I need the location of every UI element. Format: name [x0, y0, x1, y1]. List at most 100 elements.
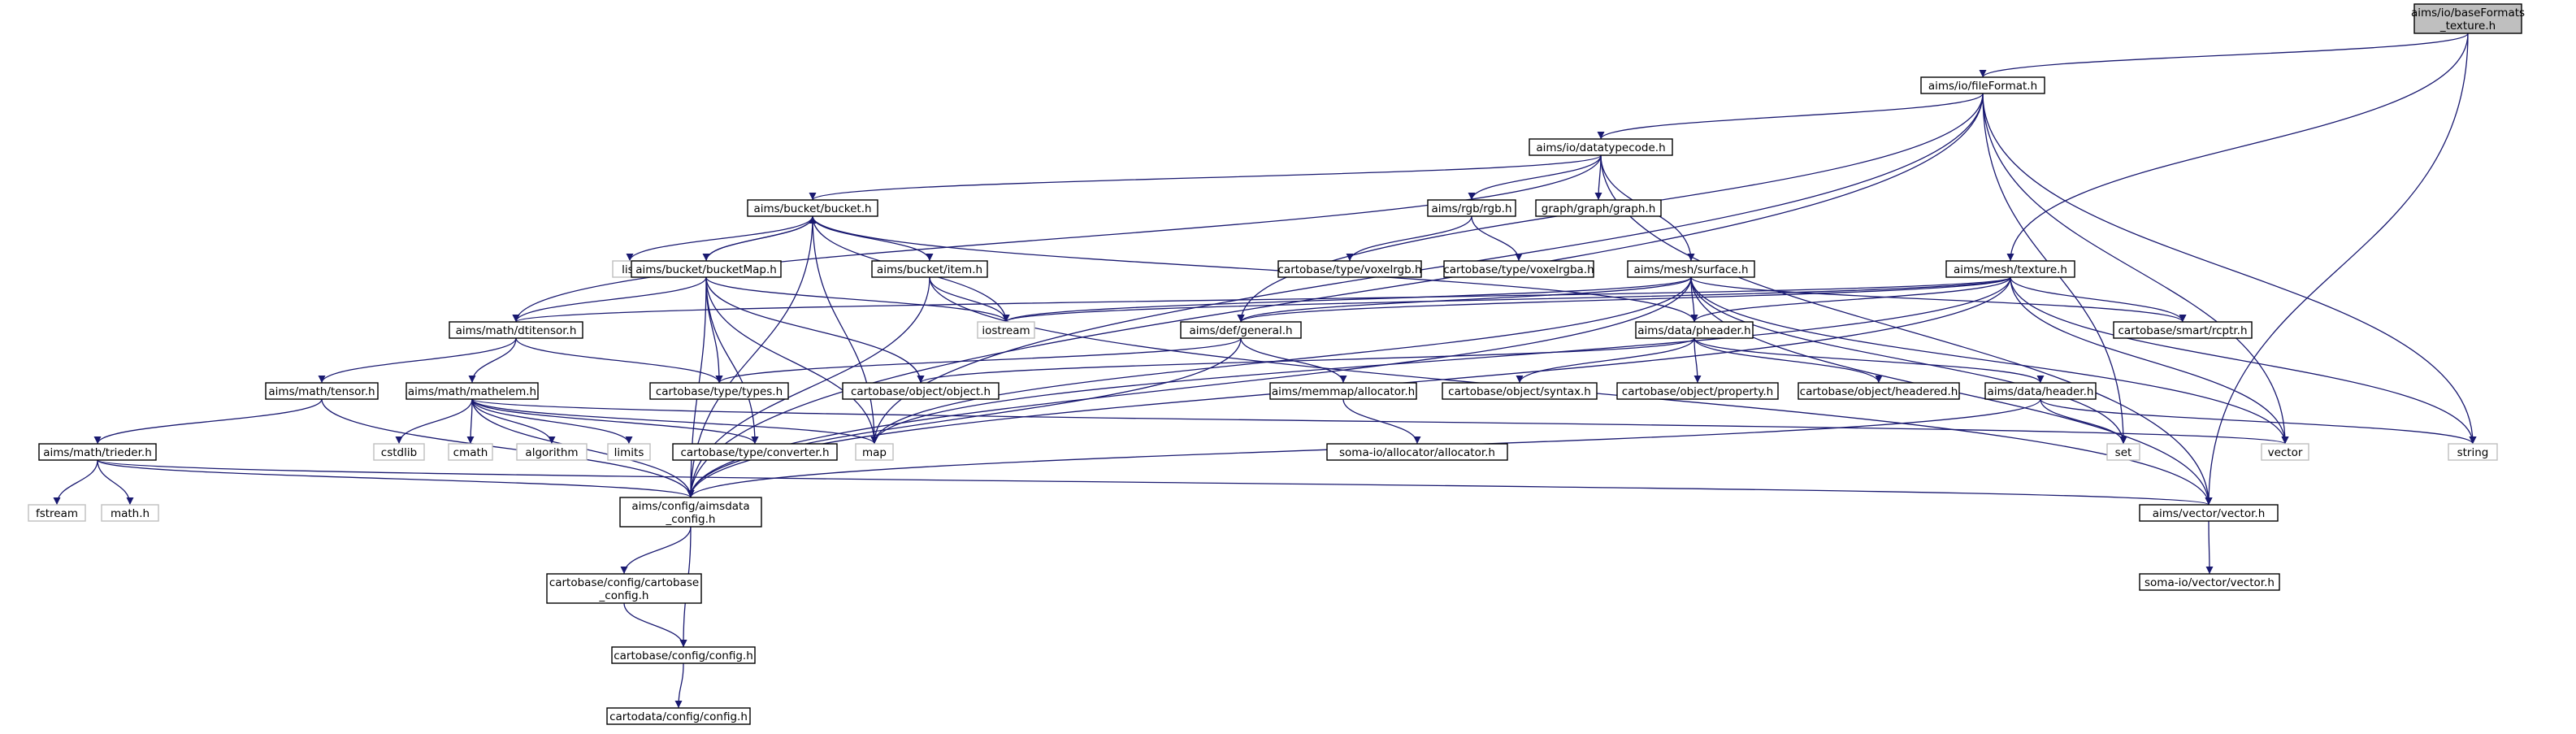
edge-mathelem-to-map: [471, 398, 878, 445]
node-label: limits: [614, 446, 644, 459]
node-label: aims/math/dtitensor.h: [456, 324, 577, 337]
node-config[interactable]: cartobase/config/config.h: [611, 646, 756, 664]
node-aimsdata[interactable]: aims/config/aimsdata_config.h: [619, 497, 762, 528]
node-box: [631, 260, 782, 278]
edge-datatypecode-to-aimsvector: [1600, 154, 2213, 506]
node-box: [1920, 76, 2045, 94]
node-bucket[interactable]: aims/bucket/bucket.h: [747, 199, 878, 217]
node-label: aims/io/datatypecode.h: [1536, 141, 1665, 154]
edge-bucketMap-to-dtitensor: [512, 276, 707, 323]
node-rcptr[interactable]: cartobase/smart/rcptr.h: [2113, 321, 2253, 339]
edge-pheader-to-header: [1693, 337, 2045, 384]
edge-mathelem-to-converter: [471, 398, 759, 445]
node-vector: vector: [2261, 443, 2309, 461]
node-label: aims/math/tensor.h: [268, 385, 375, 398]
edge-mathelem-to-limits: [471, 398, 633, 445]
node-dtitensor[interactable]: aims/math/dtitensor.h: [449, 321, 583, 339]
node-label: aims/bucket/item.h: [877, 263, 982, 276]
node-object[interactable]: cartobase/object/object.h: [842, 382, 1000, 400]
edge-trieder-to-mathh: [97, 459, 134, 506]
node-box: [672, 443, 838, 461]
edge-cartobaseConfig-to-config: [623, 602, 687, 648]
node-label: aims/math/trieder.h: [43, 446, 152, 459]
node-label: cartobase/type/voxelrgb.h: [1278, 263, 1422, 276]
node-base[interactable]: aims/io/baseFormats_texture.h: [2411, 3, 2525, 34]
edge-texture-to-iostream: [1002, 276, 2011, 323]
node-allocator[interactable]: aims/memmap/allocator.h: [1269, 382, 1417, 400]
node-label: aims/memmap/allocator.h: [1272, 385, 1415, 398]
node-label: map: [862, 446, 887, 459]
node-box: [28, 504, 86, 522]
edge-bucket-to-item: [812, 215, 934, 262]
node-general[interactable]: aims/def/general.h: [1180, 321, 1302, 339]
edge-surface-to-set: [1690, 276, 2127, 445]
node-label: soma-io/allocator/allocator.h: [1339, 446, 1495, 459]
node-trieder[interactable]: aims/math/trieder.h: [38, 443, 157, 461]
edge-texture-to-map: [870, 276, 2011, 445]
edge-header-to-set: [2040, 398, 2127, 445]
node-voxelrgb[interactable]: cartobase/type/voxelrgb.h: [1277, 260, 1422, 278]
edge-texture-to-rcptr: [2010, 276, 2187, 323]
edge-base-to-aimsvector: [2205, 33, 2469, 506]
node-texture[interactable]: aims/mesh/texture.h: [1945, 260, 2075, 278]
node-label: cartobase/object/headered.h: [1800, 385, 1958, 398]
node-label: cartobase/smart/rcptr.h: [2118, 324, 2247, 337]
node-box: [2139, 573, 2280, 591]
node-label: math.h: [111, 507, 150, 520]
node-label: cartobase/object/property.h: [1622, 385, 1773, 398]
node-item[interactable]: aims/bucket/item.h: [871, 260, 988, 278]
node-label: cmath: [453, 446, 488, 459]
node-label: cartodata/config/config.h: [609, 710, 748, 723]
node-label: graph/graph/graph.h: [1542, 202, 1656, 215]
node-label: aims/mesh/texture.h: [1954, 263, 2067, 276]
node-box: [405, 382, 539, 400]
node-label: _config.h: [599, 589, 649, 602]
node-rgb[interactable]: aims/rgb/rgb.h: [1427, 199, 1516, 217]
node-box: [2106, 443, 2140, 461]
node-somaVector[interactable]: soma-io/vector/vector.h: [2139, 573, 2280, 591]
edge-texture-to-general: [1237, 276, 2011, 323]
node-fileFormat[interactable]: aims/io/fileFormat.h: [1920, 76, 2045, 94]
node-iostream: iostream: [977, 321, 1035, 339]
node-box: [1535, 199, 1662, 217]
node-fstream: fstream: [28, 504, 86, 522]
edge-tensor-to-aimsdata: [321, 398, 695, 498]
node-label: cartobase/config/cartobase: [549, 576, 699, 589]
node-box: [2448, 443, 2498, 461]
node-pheader[interactable]: aims/data/pheader.h: [1635, 321, 1754, 339]
node-syntax[interactable]: cartobase/object/syntax.h: [1442, 382, 1598, 400]
node-box: [1945, 260, 2075, 278]
node-datatypecode[interactable]: aims/io/datatypecode.h: [1529, 138, 1673, 156]
node-aimsvector[interactable]: aims/vector/vector.h: [2139, 504, 2279, 522]
node-box: [101, 504, 159, 522]
node-label: aims/io/fileFormat.h: [1928, 80, 2037, 93]
edge-general-to-types: [715, 337, 1242, 384]
edge-bucketMap-to-bucket: [705, 215, 817, 262]
node-surface[interactable]: aims/mesh/surface.h: [1627, 260, 1755, 278]
node-graph[interactable]: graph/graph/graph.h: [1535, 199, 1662, 217]
node-converter[interactable]: cartobase/type/converter.h: [672, 443, 838, 461]
edge-fileFormat-to-vector: [1982, 93, 2289, 445]
node-cartodata[interactable]: cartodata/config/config.h: [606, 707, 751, 725]
node-somaAllocator[interactable]: soma-io/allocator/allocator.h: [1326, 443, 1508, 461]
node-tensor[interactable]: aims/math/tensor.h: [265, 382, 379, 400]
edge-bucket-to-pheader: [812, 215, 1698, 323]
node-types[interactable]: cartobase/type/types.h: [649, 382, 789, 400]
node-box: [1443, 260, 1594, 278]
node-box: [1798, 382, 1960, 400]
edge-bucketMap-to-iostream: [705, 276, 1010, 323]
node-box: [516, 443, 588, 461]
node-label: cartobase/config/config.h: [614, 649, 753, 662]
node-cartobaseConfig[interactable]: cartobase/config/cartobase_config.h: [546, 573, 702, 604]
node-label: cartobase/object/syntax.h: [1448, 385, 1591, 398]
node-voxelrgba[interactable]: cartobase/type/voxelrgba.h: [1443, 260, 1594, 278]
node-header[interactable]: aims/data/header.h: [1984, 382, 2097, 400]
node-label: cartobase/type/converter.h: [680, 446, 829, 459]
node-bucketMap[interactable]: aims/bucket/bucketMap.h: [631, 260, 782, 278]
node-property[interactable]: cartobase/object/property.h: [1616, 382, 1779, 400]
node-label: soma-io/vector/vector.h: [2144, 576, 2275, 589]
edge-rgb-to-voxelrgb: [1346, 215, 1472, 262]
node-mathelem[interactable]: aims/math/mathelem.h: [405, 382, 539, 400]
node-headered[interactable]: cartobase/object/headered.h: [1798, 382, 1960, 400]
node-box: [449, 321, 583, 339]
